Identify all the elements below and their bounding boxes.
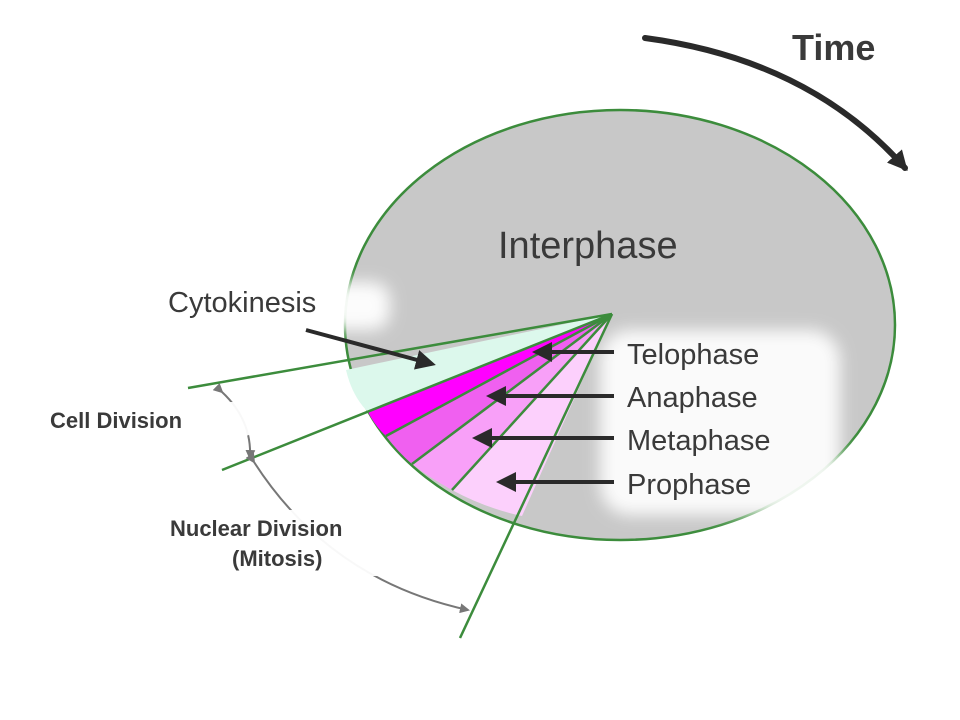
- boundary-line-middle: [221, 312, 613, 472]
- boundary-line-top: [187, 312, 613, 390]
- telophase-label: Telophase: [627, 339, 759, 371]
- metaphase-label: Metaphase: [627, 425, 771, 457]
- metaphase-wedge: [412, 314, 612, 490]
- time-label: Time: [792, 27, 875, 68]
- cytokinesis-arrow: [305, 328, 436, 370]
- nuclear-division-halo: [166, 510, 436, 576]
- cell-division-halo: [46, 402, 256, 436]
- boundary-line-bottom: [458, 313, 614, 639]
- cytokinesis-wedge: [346, 314, 612, 412]
- divider-prophase: [451, 313, 613, 491]
- cytokinesis-halo: [160, 282, 390, 330]
- time-arrow: [642, 35, 908, 172]
- cytokinesis-label: Cytokinesis: [168, 287, 316, 319]
- nuclear-division-label: Nuclear Division: [170, 516, 342, 541]
- phase-arrows: [472, 342, 614, 492]
- divider-anaphase: [385, 312, 613, 438]
- prophase-wedge: [452, 314, 612, 516]
- mitosis-label: (Mitosis): [232, 546, 322, 571]
- label-halo: [600, 330, 840, 515]
- interphase-label: Interphase: [498, 225, 678, 267]
- anaphase-label: Anaphase: [627, 382, 758, 414]
- boundary-lines: [187, 312, 614, 639]
- cell-division-label: Cell Division: [50, 408, 182, 433]
- divider-metaphase: [411, 313, 613, 465]
- prophase-label: Prophase: [627, 469, 751, 501]
